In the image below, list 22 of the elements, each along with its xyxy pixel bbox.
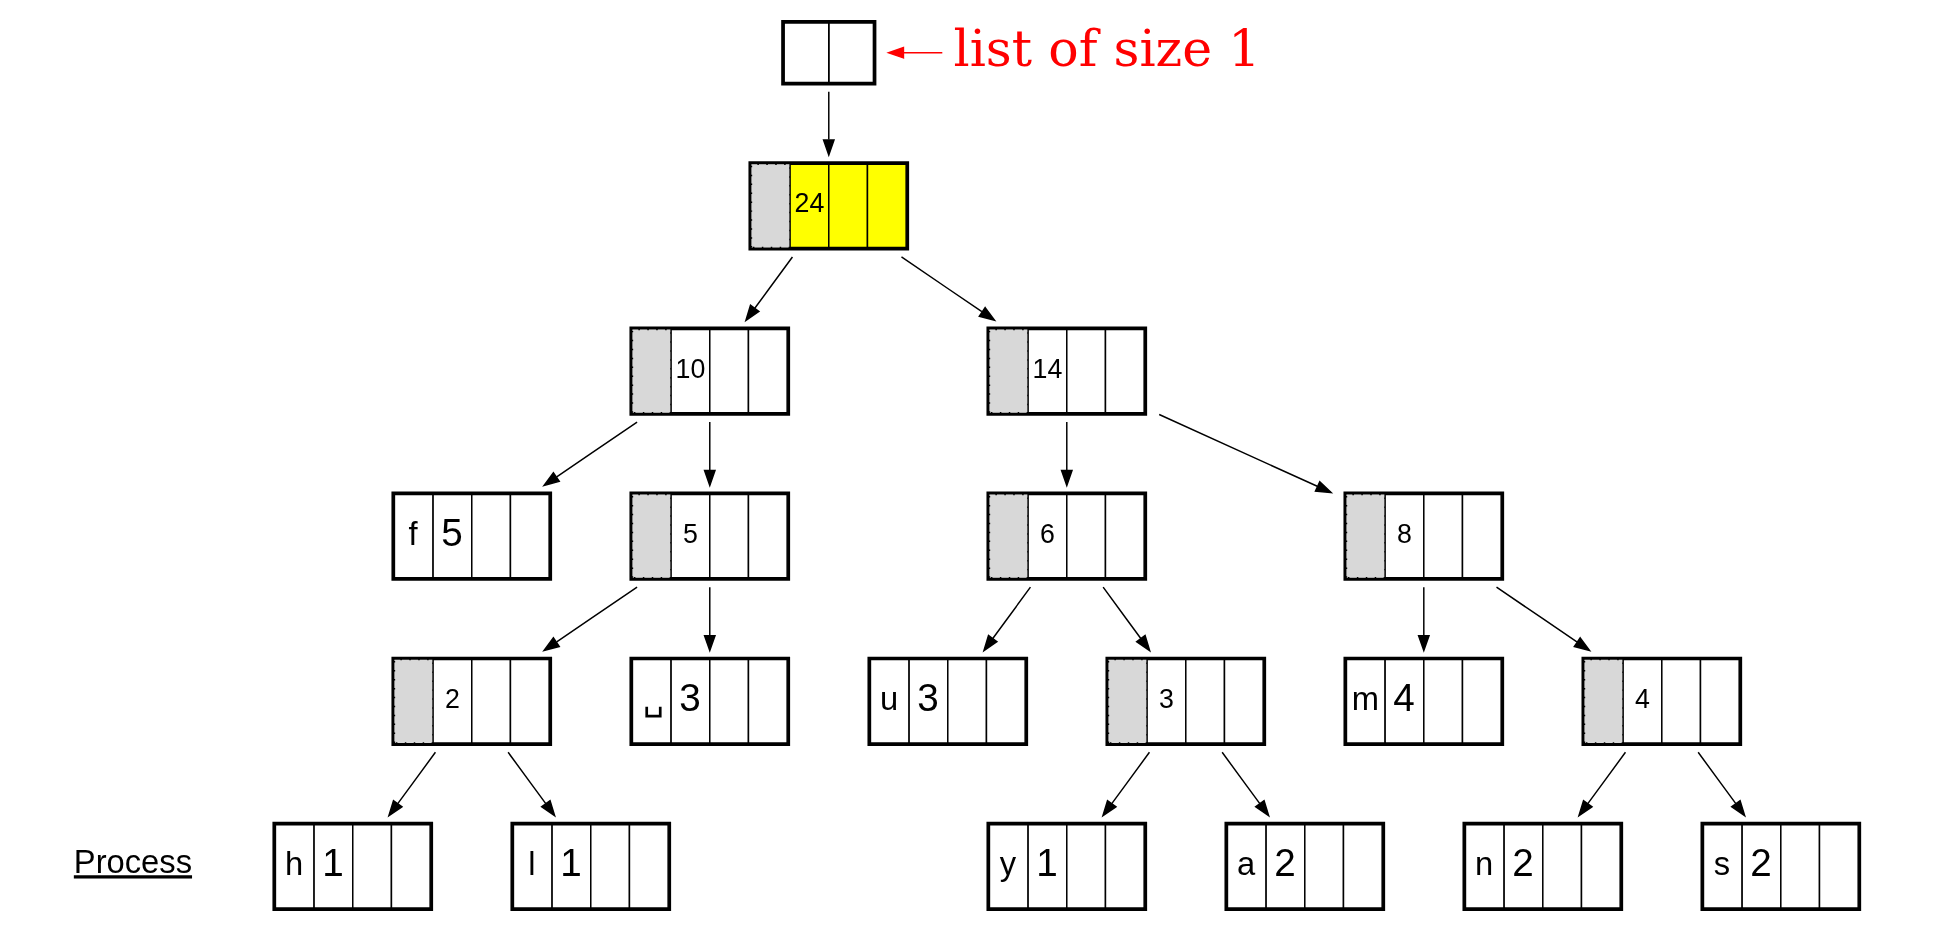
arrow	[982, 586, 1032, 653]
arrow	[900, 256, 997, 322]
arrow	[1221, 751, 1270, 818]
arrow	[1417, 586, 1431, 653]
arrow	[1158, 413, 1334, 494]
arrow	[1697, 751, 1747, 818]
arrow	[542, 421, 638, 487]
arrow	[1060, 421, 1074, 488]
arrow	[744, 256, 794, 323]
arrow	[886, 46, 944, 59]
arrow	[1101, 751, 1151, 818]
arrow	[507, 751, 556, 818]
arrow	[703, 586, 717, 653]
arrow	[542, 586, 638, 652]
arrow	[1577, 751, 1627, 818]
arrow	[1495, 586, 1592, 652]
arrow	[387, 751, 437, 818]
arrow	[1102, 586, 1151, 653]
arrow	[703, 421, 717, 488]
label: Process	[73, 843, 193, 881]
arrow	[822, 90, 836, 158]
node-text: list of size 1	[953, 18, 1261, 78]
